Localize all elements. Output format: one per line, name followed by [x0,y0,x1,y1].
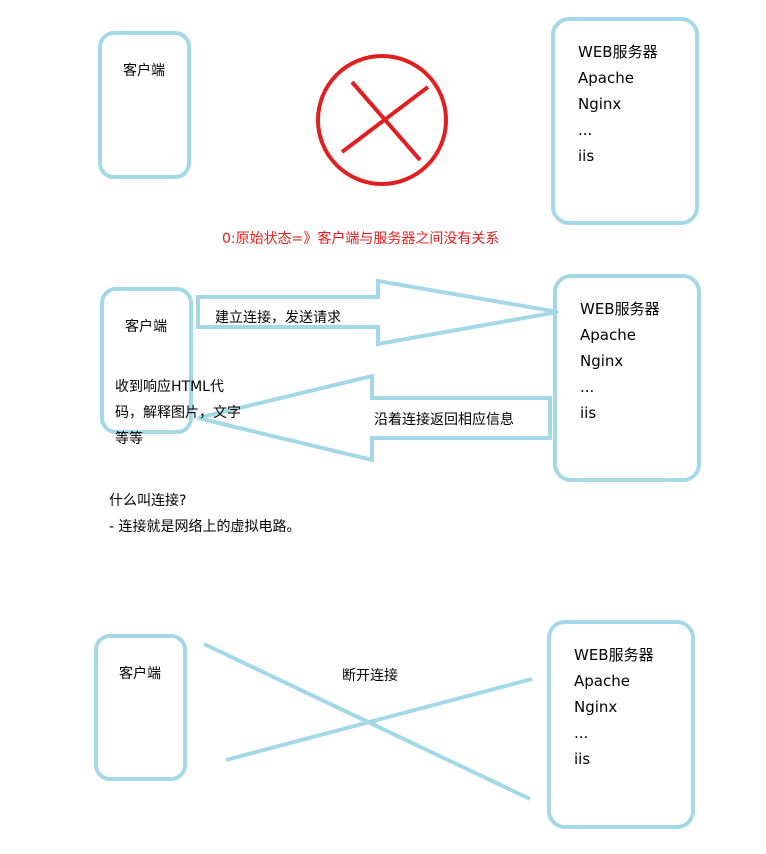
client-note-line: 等等 [115,431,143,447]
server-line: Apache [578,69,634,87]
server-line: Nginx [580,352,624,370]
client-box-3 [94,634,187,781]
server-line: WEB服务器 [574,646,654,664]
client-box-2 [100,287,193,434]
client-note: 收到响应HTML代 码，解释图片，文字 等等 [115,374,265,452]
server-box-1 [551,17,699,225]
response-label: 沿着连接返回相应信息 [374,412,514,428]
server-line: ... [578,121,593,139]
disconnect-label: 断开连接 [342,668,398,684]
server-list-1: WEB服务器 Apache Nginx ... iis [578,39,658,169]
server-line: iis [574,750,591,768]
client-box-1 [98,31,191,179]
server-line: Nginx [574,698,618,716]
response-arrow [197,373,552,463]
server-box-2 [553,274,701,482]
server-line: iis [578,147,595,165]
client-note-line: 码，解释图片，文字 [115,405,241,421]
client-label-3: 客户端 [119,666,161,682]
connection-question: 什么叫连接? [109,493,187,509]
server-line: WEB服务器 [578,43,658,61]
client-note-line: 收到响应HTML代 [115,379,224,395]
disconnect-cross-lines [203,642,533,801]
request-label: 建立连接，发送请求 [215,310,341,326]
server-line: ... [580,378,595,396]
server-line: ... [574,724,589,742]
no-connection-cross-icon [316,54,448,186]
server-list-2: WEB服务器 Apache Nginx ... iis [580,296,660,426]
server-line: Apache [574,672,630,690]
server-line: Nginx [578,95,622,113]
client-label-1: 客户端 [123,63,165,79]
connection-answer: - 连接就是网络上的虚拟电路。 [109,519,301,535]
request-arrow [196,278,559,347]
state-caption: 0:原始状态=》客户端与服务器之间没有关系 [222,231,500,247]
server-line: WEB服务器 [580,300,660,318]
server-box-3 [547,620,695,829]
server-line: iis [580,404,597,422]
server-list-3: WEB服务器 Apache Nginx ... iis [574,642,654,772]
server-line: Apache [580,326,636,344]
client-label-2: 客户端 [125,319,167,335]
